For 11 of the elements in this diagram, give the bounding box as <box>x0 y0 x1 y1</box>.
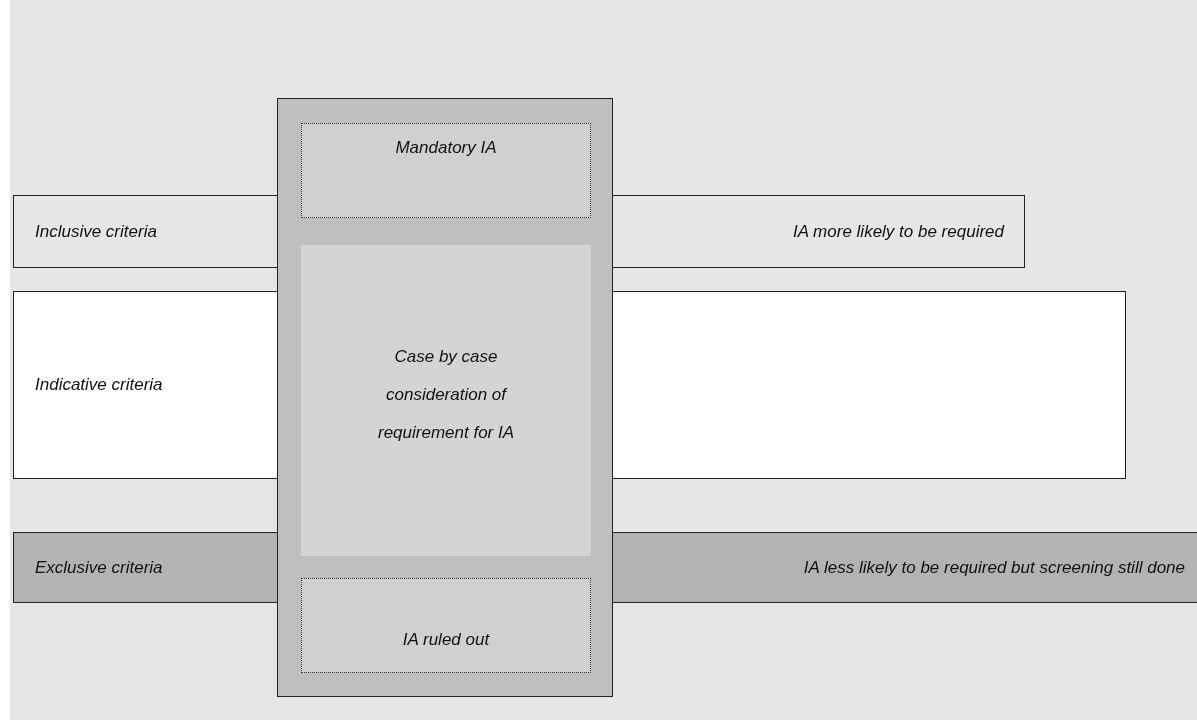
zone-label: IA ruled out <box>401 629 491 651</box>
zone-label: Mandatory IA <box>394 137 498 159</box>
criteria-label: Exclusive criteria <box>35 556 163 579</box>
assessment-column <box>277 98 613 697</box>
zone-box <box>301 578 591 673</box>
criteria-label: Inclusive criteria <box>35 220 157 243</box>
outcome-label: IA less likely to be required but screening still done <box>803 556 1185 579</box>
zone-box <box>301 123 591 218</box>
criteria-label: Indicative criteria <box>35 374 163 396</box>
zone-label: Case by case consideration of requirement for IA <box>376 345 516 444</box>
outcome-label: IA more likely to be required <box>792 220 1004 243</box>
